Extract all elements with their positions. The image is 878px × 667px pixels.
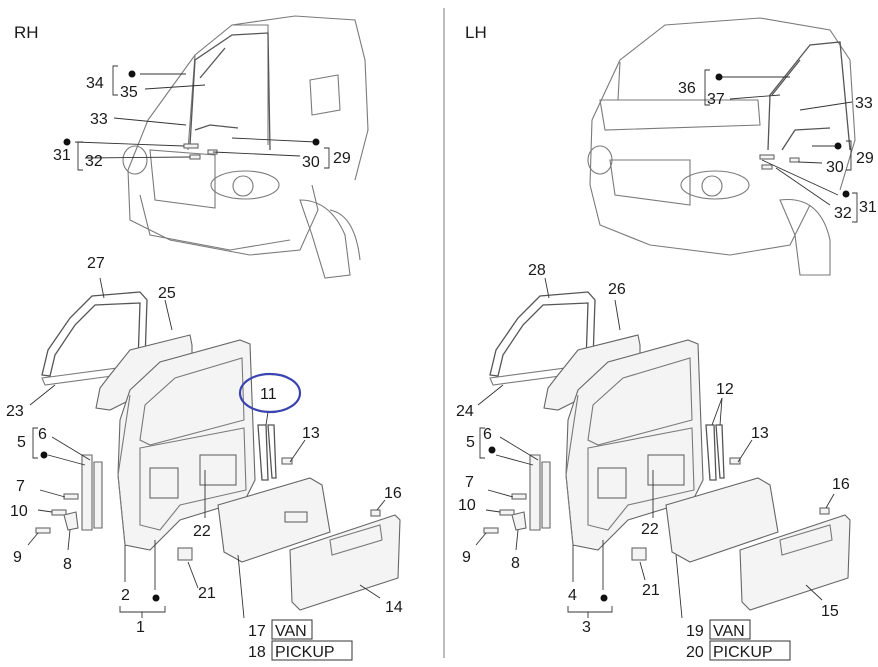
rh-callout-11: 11	[260, 386, 277, 403]
rh-variant-van-label: VAN	[275, 623, 307, 640]
rh-variant-pickup-label: PICKUP	[275, 644, 335, 661]
rh-callout-9: 9	[13, 549, 22, 566]
rh-callout-34: 34	[86, 75, 104, 92]
rh-callout-23: 23	[6, 403, 24, 420]
lh-callout-21: 21	[642, 582, 660, 599]
rh-panel: RH	[6, 15, 403, 661]
rh-callout-29: 29	[333, 150, 351, 167]
lh-callout-26: 26	[608, 281, 626, 298]
rh-callout-5: 5	[17, 434, 26, 451]
rh-callouts: 34 35 33 31 32 30 29 27 25 23 11 13 5 6 …	[6, 75, 403, 636]
lh-callout-5: 5	[466, 434, 475, 451]
rh-callout-1: 1	[136, 619, 145, 636]
lh-callout-36: 36	[678, 80, 696, 97]
lh-callout-13: 13	[751, 425, 769, 442]
lh-variant-van-label: VAN	[713, 623, 745, 640]
lh-truck-illustration	[587, 17, 856, 276]
lh-side-label: LH	[465, 23, 487, 42]
rh-variant-list: 17 VAN 18 PICKUP	[248, 619, 353, 661]
lh-variant-pickup: 20 PICKUP	[686, 640, 791, 661]
lh-callout-24: 24	[456, 403, 474, 420]
lh-callout-4: 4	[568, 587, 577, 604]
lh-callouts: 36 37 33 29 30 32 31 28 26 24 12 13 5 6 …	[456, 80, 877, 636]
lh-callout-33: 33	[855, 95, 873, 112]
lh-callout-10: 10	[458, 497, 476, 514]
rh-callout-7: 7	[16, 478, 25, 495]
lh-callout-9: 9	[462, 549, 471, 566]
rh-callout-31: 31	[53, 147, 71, 164]
lh-panel: LH	[456, 17, 877, 661]
rh-variant-van-number: 17	[248, 623, 266, 640]
rh-variant-van: 17 VAN	[248, 619, 313, 640]
lh-callout-37: 37	[707, 91, 725, 108]
lh-callout-29: 29	[856, 150, 874, 167]
rh-callout-2: 2	[121, 587, 130, 604]
lh-callout-31: 31	[859, 199, 877, 216]
rh-callout-27: 27	[87, 255, 105, 272]
rh-callout-13: 13	[302, 425, 320, 442]
lh-callout-16: 16	[832, 476, 850, 493]
rh-callout-33: 33	[90, 111, 108, 128]
rh-callout-16: 16	[384, 485, 402, 502]
lh-callout-6: 6	[483, 426, 492, 443]
rh-door-illustration	[35, 291, 401, 611]
rh-callout-11-highlight	[238, 372, 302, 414]
rh-callout-14: 14	[385, 599, 403, 616]
rh-callout-35: 35	[120, 84, 138, 101]
rh-callout-8: 8	[63, 556, 72, 573]
lh-callout-28: 28	[528, 262, 546, 279]
rh-callout-25: 25	[158, 285, 176, 302]
lh-callout-22: 22	[641, 521, 659, 538]
lh-callout-32: 32	[834, 205, 852, 222]
rh-leader-lines	[27, 73, 386, 619]
lh-variant-van: 19 VAN	[686, 619, 751, 640]
lh-door-illustration	[483, 291, 851, 611]
rh-callout-6: 6	[38, 426, 47, 443]
rh-truck-illustration	[122, 15, 369, 279]
lh-marker-dots	[488, 73, 850, 602]
rh-callout-10: 10	[10, 503, 28, 520]
rh-callout-22: 22	[193, 523, 211, 540]
lh-variant-pickup-number: 20	[686, 644, 704, 661]
lh-callout-30: 30	[826, 159, 844, 176]
rh-variant-pickup: 18 PICKUP	[248, 640, 353, 661]
rh-variant-pickup-number: 18	[248, 644, 266, 661]
rh-callout-30: 30	[302, 154, 320, 171]
rh-brackets	[32, 65, 330, 459]
lh-variant-list: 19 VAN 20 PICKUP	[686, 619, 791, 661]
lh-callout-8: 8	[511, 555, 520, 572]
lh-callout-12: 12	[716, 381, 734, 398]
lh-variant-pickup-label: PICKUP	[713, 644, 773, 661]
lh-callout-3: 3	[582, 619, 591, 636]
rh-side-label: RH	[14, 23, 39, 42]
lh-variant-van-number: 19	[686, 623, 704, 640]
rh-callout-32: 32	[85, 153, 103, 170]
lh-brackets	[479, 69, 858, 459]
lh-callout-7: 7	[465, 474, 474, 491]
rh-callout-21: 21	[198, 585, 216, 602]
rh-marker-dots	[40, 70, 320, 602]
lh-callout-15: 15	[821, 603, 839, 620]
lh-leader-lines	[475, 76, 853, 619]
